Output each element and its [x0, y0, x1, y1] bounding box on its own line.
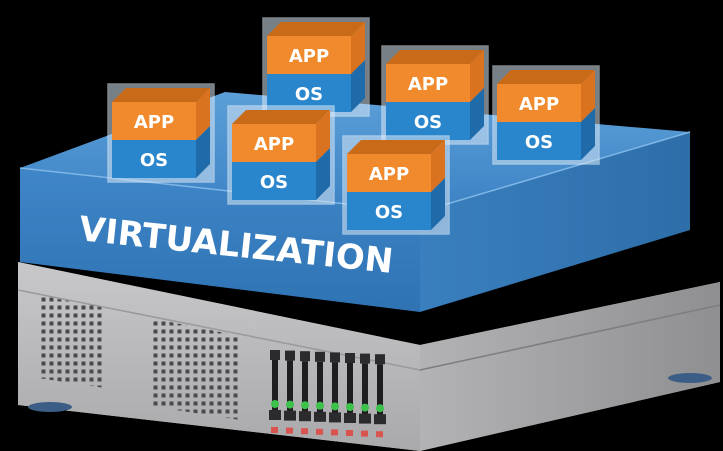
vm-os-label: OS — [260, 172, 288, 193]
drive-sled — [284, 350, 296, 434]
os-layer — [386, 102, 470, 140]
drive-led-red — [376, 431, 383, 438]
server-foot — [668, 373, 712, 383]
vm-cubes: APP OS APP OS APP OS APP OS APP OS APP OS — [107, 17, 600, 235]
app-layer — [267, 36, 351, 74]
drive-led-red — [361, 430, 368, 437]
drive-led-green — [271, 400, 279, 408]
vm-os-label: OS — [140, 150, 168, 171]
drive-led-green — [346, 403, 354, 411]
drive-led-red — [346, 430, 353, 436]
drive-led-green — [361, 403, 369, 412]
drive-led-green — [376, 404, 384, 413]
vm-os-label: OS — [525, 132, 553, 153]
os-layer — [497, 122, 581, 160]
drive-sled — [314, 351, 326, 435]
drive-led-green — [286, 400, 294, 409]
vm-app-label: APP — [254, 134, 294, 155]
vm-app-label: APP — [408, 74, 448, 95]
app-layer — [386, 64, 470, 102]
app-layer — [232, 124, 316, 162]
drive-led-green — [331, 402, 339, 411]
vm-cube-icon: APP OS — [227, 105, 335, 205]
drive-led-red — [271, 427, 278, 433]
drive-sled — [299, 351, 311, 435]
os-layer — [112, 140, 196, 178]
vm-os-label: OS — [414, 112, 442, 133]
vm-cube-icon: APP OS — [107, 83, 215, 183]
vm-app-label: APP — [289, 46, 329, 67]
os-layer — [347, 192, 431, 230]
vent-grille-icon — [38, 295, 240, 420]
app-layer — [347, 154, 431, 192]
drive-led-green — [316, 401, 324, 410]
vm-app-label: APP — [369, 164, 409, 185]
app-layer — [112, 102, 196, 140]
drive-sled — [269, 350, 281, 433]
vm-app-label: APP — [519, 94, 559, 115]
drive-led-red — [316, 428, 323, 435]
drive-sled — [374, 354, 386, 438]
vm-app-label: APP — [134, 112, 174, 133]
drive-sled — [329, 352, 341, 436]
drive-led-red — [286, 427, 293, 434]
drive-led-red — [301, 428, 308, 435]
drive-sled — [344, 353, 356, 436]
vm-cube-icon: APP OS — [262, 17, 370, 117]
vm-os-label: OS — [375, 202, 403, 223]
vm-cube-icon: APP OS — [492, 65, 600, 165]
vm-os-label: OS — [295, 84, 323, 105]
drive-led-red — [331, 429, 338, 436]
vm-cube-icon: APP OS — [342, 135, 450, 235]
drive-sled — [359, 353, 371, 437]
drive-bay-icon — [269, 350, 386, 438]
drive-led-green — [301, 401, 309, 410]
server-foot — [28, 402, 72, 412]
os-layer — [232, 162, 316, 200]
vm-cube-icon: APP OS — [381, 45, 489, 145]
app-layer — [497, 84, 581, 122]
